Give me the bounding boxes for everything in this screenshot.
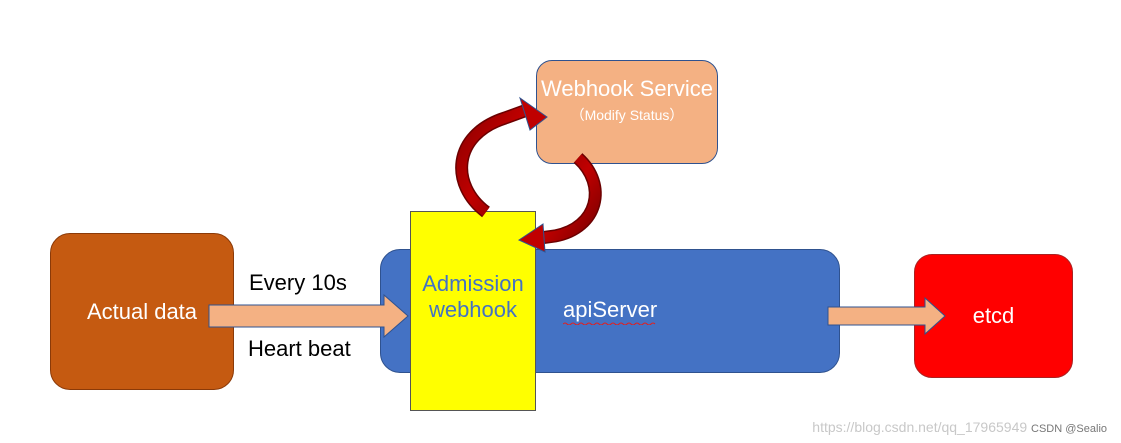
api-server-label: apiServer [563,297,658,322]
actual-data-box: Actual data [50,233,234,390]
etcd-label: etcd [972,303,1015,328]
spellcheck-underline [563,322,656,325]
actual-data-label: Actual data [86,298,198,324]
arrow-api-to-etcd [827,296,946,336]
curved-arrow-to-admission [517,153,602,253]
webhook-service-box: Webhook Service （Modify Status） [536,60,718,164]
arrow-actual-to-admission [208,293,409,339]
curved-arrow-to-webhook-service [455,96,548,218]
admission-webhook-label: Admission webhook [422,271,524,322]
watermark-author: CSDN @Sealio [1031,423,1107,435]
watermark-url: https://blog.csdn.net/qq_17965949 [812,419,1028,435]
edge-label-every: Every 10s [249,270,347,295]
webhook-service-title: Webhook Service [540,76,713,101]
admission-webhook-box: Admission webhook [410,211,536,411]
webhook-service-subtitle: （Modify Status） [570,107,684,123]
edge-label-heartbeat: Heart beat [248,336,351,361]
watermark: https://blog.csdn.net/qq_17965949 CSDN @… [812,419,1107,435]
